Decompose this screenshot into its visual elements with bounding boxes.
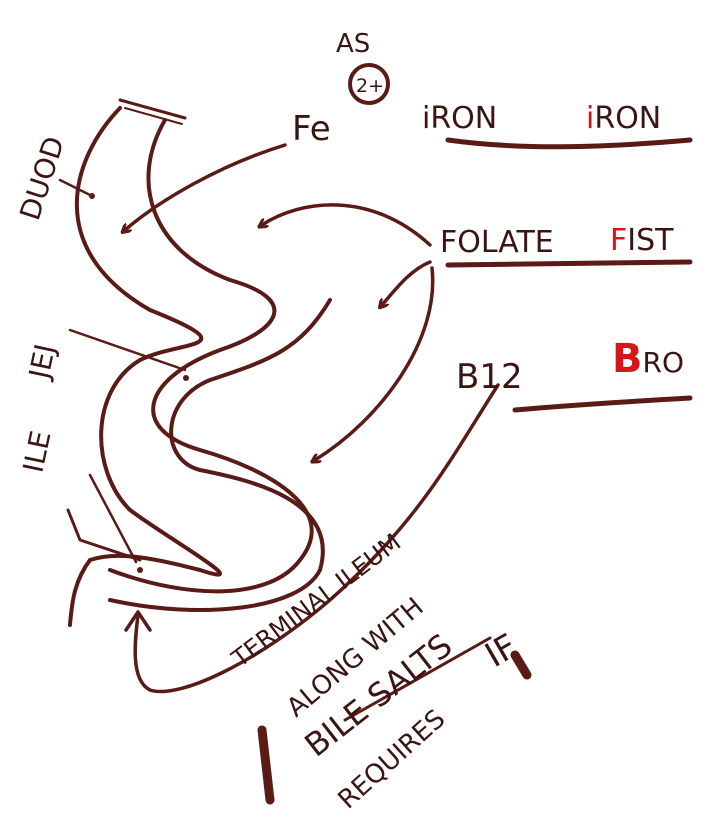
- b12-mnemonic: BRO: [612, 336, 684, 382]
- jej-pointer-dot: [183, 375, 189, 381]
- folate-mnemonic-rest: IST: [627, 223, 674, 258]
- ile-label: ILE: [17, 428, 58, 476]
- intestine-outline: [68, 100, 330, 625]
- b12-underline: [515, 398, 690, 410]
- duod-label: DUOD: [13, 133, 71, 225]
- intestine-outer-wall: [70, 108, 220, 625]
- fe-label: Fe: [292, 109, 331, 149]
- as-label: AS: [336, 29, 370, 59]
- ileum-tail: [68, 510, 140, 560]
- if-label: IF: [479, 626, 525, 675]
- folate-arrow-mid: [382, 262, 430, 305]
- folate-arrow-ileum: [315, 268, 433, 460]
- iron-mnemonic-highlight: i: [586, 101, 594, 136]
- folate-mnemonic-highlight: F: [610, 223, 627, 258]
- b12-mnemonic-rest: RO: [643, 346, 685, 379]
- iron-nutrient: iRON: [422, 101, 497, 136]
- iron-underline: [448, 140, 690, 147]
- duod-pointer-dot: [89, 193, 95, 199]
- iron-mnemonic: iRON: [586, 101, 661, 136]
- folate-mnemonic: FIST: [610, 223, 674, 258]
- folate-arrow-jejunum: [262, 205, 430, 245]
- iron-mnemonic-rest: RON: [594, 101, 661, 136]
- ile-pointer-dot: [137, 567, 143, 573]
- b12-label: B12: [456, 357, 523, 397]
- jej-label: JEJ: [22, 341, 62, 383]
- b12-mnemonic-highlight: B: [612, 336, 643, 382]
- folate-underline: [448, 262, 690, 265]
- charge-label: 2+: [356, 75, 384, 97]
- side-bar-mark: [262, 730, 270, 800]
- folate-nutrient: FOLATE: [440, 225, 554, 260]
